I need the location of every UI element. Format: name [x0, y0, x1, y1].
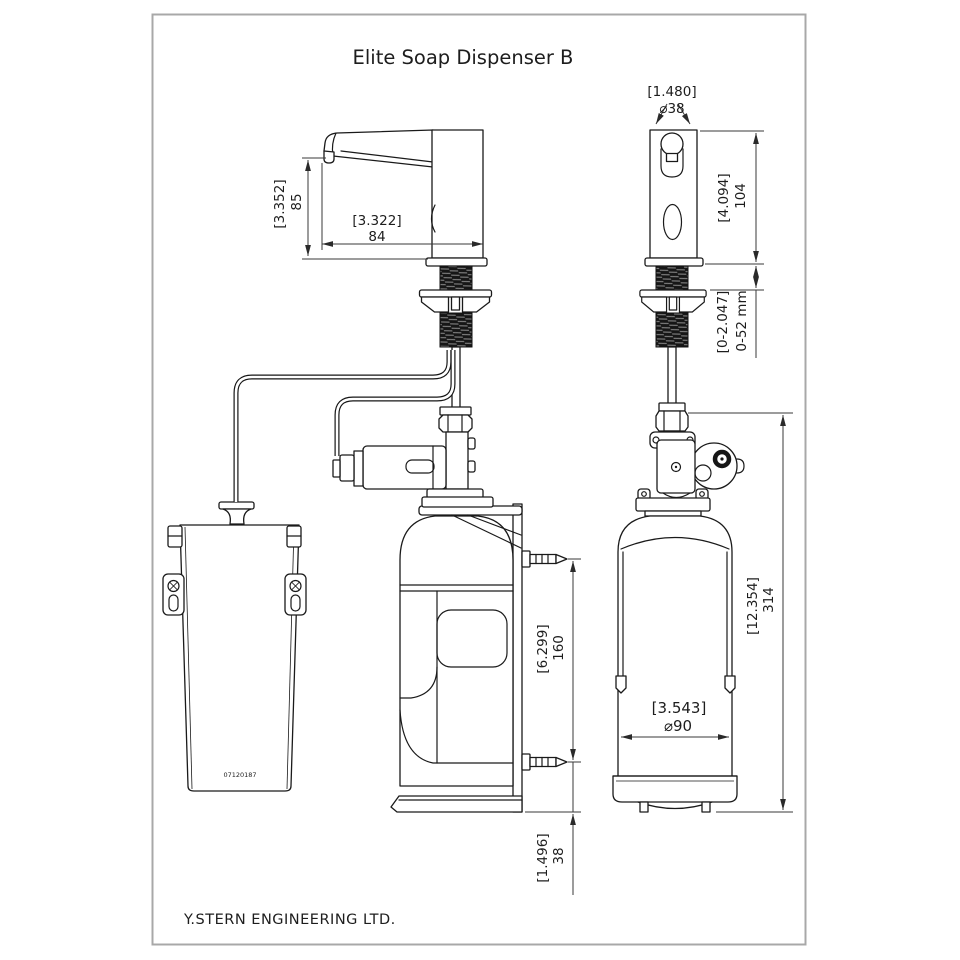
dim-screw-offset-mm: 38: [551, 847, 567, 864]
dim-overall-height-mm: 314: [761, 587, 777, 613]
dim-deck-range-mm: 0-52 mm: [734, 290, 750, 351]
pump-valve-side-view: [353, 406, 476, 490]
dim-spout-diameter-mm: ⌀38: [659, 101, 684, 117]
dimension-labels: [1.480] ⌀38 [3.352] 85 [3.322] 84 [4.094…: [272, 84, 777, 883]
dim-screw-spacing-mm: 160: [551, 635, 567, 661]
dim-bottle-diameter-mm: ⌀90: [664, 717, 692, 735]
dim-overall-height-in: [12.354]: [745, 577, 761, 635]
company-name: Y.STERN ENGINEERING LTD.: [183, 912, 396, 928]
serial-number-label: 07120187: [223, 771, 256, 779]
dim-body-height-in: [4.094]: [716, 173, 732, 222]
dim-deck-range-in: [0-2.047]: [715, 291, 731, 354]
drawing-title: Elite Soap Dispenser B: [353, 46, 574, 69]
bottle-bracket-side-view: [390, 488, 568, 813]
motor-connector: [332, 454, 355, 482]
spout-side-view: [323, 129, 493, 409]
spout-front-view: [639, 129, 707, 405]
dim-bottle-diameter-in: [3.543]: [652, 699, 707, 717]
control-box: 07120187: [162, 501, 307, 792]
dim-screw-offset-in: [1.496]: [535, 833, 551, 882]
pump-power-cable: [334, 350, 456, 456]
drawing-border-frame: [151, 13, 807, 946]
dim-screw-spacing-in: [6.299]: [535, 624, 551, 673]
sensor-cable: [233, 350, 452, 502]
dim-spout-height-in: [3.352]: [272, 179, 288, 228]
dim-spout-diameter-in: [1.480]: [647, 84, 696, 100]
dim-spout-reach-in: [3.322]: [352, 213, 401, 229]
dim-spout-height-mm: 85: [289, 193, 305, 210]
dim-body-height-mm: 104: [733, 183, 749, 209]
dim-spout-reach-mm: 84: [368, 229, 385, 245]
dimension-annotations: [302, 103, 793, 895]
bottle-front-view: [612, 402, 745, 813]
